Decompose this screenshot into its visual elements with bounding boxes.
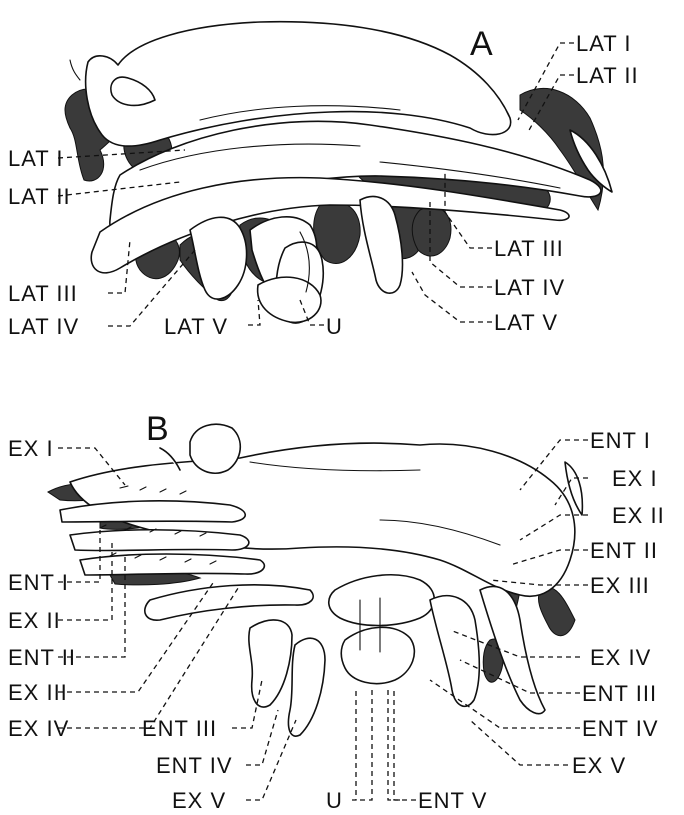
label-b-ex4-left: EX IV: [8, 716, 69, 741]
label-a-lat3-right: LAT III: [494, 236, 564, 261]
label-b-ent5-bottom: ENT V: [418, 788, 487, 813]
label-b-ent4-right: ENT IV: [582, 716, 659, 741]
label-b-ent3-bottom: ENT III: [142, 716, 217, 741]
label-a-lat2-right: LAT II: [576, 63, 639, 88]
label-a-lat2-left: LAT II: [8, 184, 71, 209]
label-a-lat5-bottom: LAT V: [164, 314, 228, 339]
label-b-ent1-left: ENT I: [8, 570, 69, 595]
panel-a: A: [8, 22, 639, 339]
panel-a-title: A: [470, 25, 493, 63]
label-b-ent3-right: ENT III: [582, 681, 657, 706]
label-b-ex1-right: EX I: [612, 466, 658, 491]
label-b-ex2-right: EX II: [612, 503, 665, 528]
label-a-lat3-left: LAT III: [8, 281, 78, 306]
label-a-lat5-right: LAT V: [494, 310, 558, 335]
label-a-lat1-left: LAT I: [8, 146, 64, 171]
label-b-ex5-bottom: EX V: [172, 788, 226, 813]
panel-b: B: [8, 410, 665, 813]
label-a-u: U: [326, 314, 343, 339]
label-b-u: U: [326, 788, 343, 813]
label-b-ent2-right: ENT II: [590, 538, 658, 563]
label-a-lat4-left: LAT IV: [8, 314, 79, 339]
label-b-ent1-right: ENT I: [590, 428, 651, 453]
label-b-ex4-right: EX IV: [590, 645, 651, 670]
label-a-lat1-right: LAT I: [576, 31, 632, 56]
label-b-ent4-bottom: ENT IV: [156, 753, 233, 778]
label-b-ex3-left: EX III: [8, 680, 68, 705]
label-b-ent2-left: ENT II: [8, 645, 76, 670]
label-b-ex5-right: EX V: [572, 753, 626, 778]
label-b-ex3-right: EX III: [590, 573, 650, 598]
label-a-lat4-right: LAT IV: [494, 275, 565, 300]
label-b-ex2-left: EX II: [8, 608, 61, 633]
label-b-ex1-left: EX I: [8, 436, 54, 461]
panel-b-title: B: [146, 410, 169, 448]
